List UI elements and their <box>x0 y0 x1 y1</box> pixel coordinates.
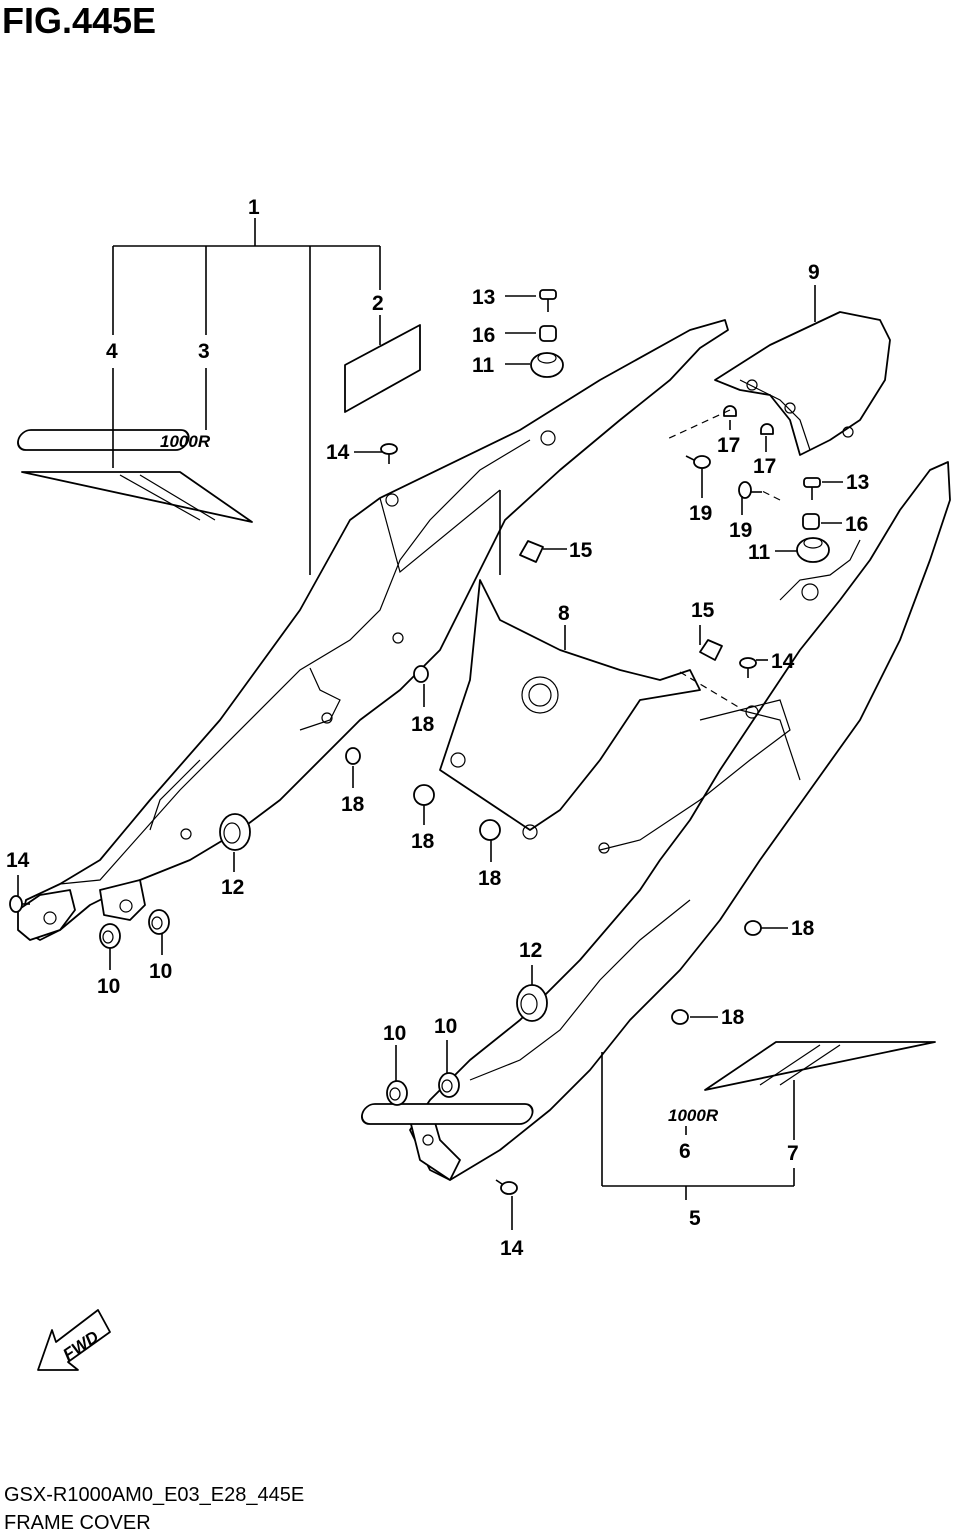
callout-18b: 18 <box>341 793 365 816</box>
rivet-17b <box>760 423 774 435</box>
screw-14c <box>9 895 30 913</box>
grommet-11a <box>530 352 564 378</box>
callout-8: 8 <box>558 602 570 625</box>
callout-13a: 13 <box>472 286 495 309</box>
callout-14d: 14 <box>500 1237 524 1260</box>
callout-16a: 16 <box>472 324 495 347</box>
left-1000r-emblem: 1000R <box>17 429 211 451</box>
screw-14d <box>495 1179 518 1195</box>
cushion-12a <box>219 813 251 851</box>
right-1000r-emblem: 1000R <box>361 1103 719 1125</box>
right-side-stripe-decal <box>704 1041 936 1091</box>
callout-18a: 18 <box>411 713 435 736</box>
callout-3: 3 <box>198 340 210 363</box>
screw-13b <box>803 477 821 500</box>
callout-10b: 10 <box>149 960 172 983</box>
label-plate <box>344 324 421 413</box>
callout-15b: 15 <box>691 599 715 622</box>
fwd-arrow: FWD <box>37 1309 111 1371</box>
cushion-12b <box>516 984 548 1022</box>
fastener-18d <box>479 819 501 841</box>
figure-title: FIG.445E <box>2 0 157 41</box>
callout-15a: 15 <box>569 539 593 562</box>
callout-4: 4 <box>106 340 118 363</box>
spacer-16a <box>539 325 557 342</box>
callout-19a: 19 <box>689 502 712 525</box>
callout-labels: 1 2 3 4 5 6 7 8 9 10 10 10 10 11 11 12 1… <box>6 196 869 1260</box>
fastener-18c <box>413 784 435 806</box>
spacer-16b <box>802 513 820 530</box>
callout-10c: 10 <box>383 1022 406 1045</box>
fastener-18b <box>345 747 361 765</box>
screw-14b <box>739 657 757 678</box>
right-emblem-text: 1000R <box>668 1106 719 1125</box>
callout-11a: 11 <box>472 354 495 377</box>
callout-18d: 18 <box>478 867 502 890</box>
callout-18f: 18 <box>721 1006 745 1029</box>
clip-15b <box>699 639 723 661</box>
grommet-10c <box>386 1080 408 1106</box>
callout-18e: 18 <box>791 917 815 940</box>
callout-6: 6 <box>679 1140 691 1163</box>
callout-14b: 14 <box>771 650 795 673</box>
callout-10d: 10 <box>434 1015 457 1038</box>
screw-19b <box>738 481 762 499</box>
callout-17a: 17 <box>717 434 740 457</box>
rivet-17a <box>723 405 737 417</box>
callout-19b: 19 <box>729 519 752 542</box>
hardware <box>9 289 830 1195</box>
fastener-18f <box>671 1009 689 1025</box>
callout-13b: 13 <box>846 471 869 494</box>
callout-11b: 11 <box>748 541 771 564</box>
callout-7: 7 <box>787 1142 799 1165</box>
callout-1: 1 <box>248 196 260 219</box>
callout-9: 9 <box>808 261 820 284</box>
callout-16b: 16 <box>845 513 868 536</box>
grommet-10d <box>438 1072 460 1098</box>
leader-lines <box>17 218 843 1230</box>
grommet-10a <box>99 923 121 949</box>
left-emblem-text: 1000R <box>160 432 211 451</box>
tail-cover <box>714 311 891 456</box>
fastener-18e <box>744 920 762 936</box>
callout-5: 5 <box>689 1207 701 1230</box>
grommet-10b <box>148 909 170 935</box>
callout-2: 2 <box>372 292 384 315</box>
callout-17b: 17 <box>753 455 776 478</box>
callout-12b: 12 <box>519 939 542 962</box>
callout-18c: 18 <box>411 830 435 853</box>
fastener-18a <box>413 665 429 683</box>
screw-14a <box>380 443 398 464</box>
callout-10a: 10 <box>97 975 120 998</box>
screw-19a <box>685 455 711 469</box>
callout-14a: 14 <box>326 441 350 464</box>
grommet-11b <box>796 537 830 563</box>
center-cover <box>439 579 701 840</box>
callout-14c: 14 <box>6 849 30 872</box>
callout-12a: 12 <box>221 876 244 899</box>
figure-name: FRAME COVER <box>4 1512 151 1534</box>
figure-code: GSX-R1000AM0_E03_E28_445E <box>4 1484 305 1506</box>
left-frame-cover <box>17 319 729 941</box>
clip-15a <box>519 540 544 563</box>
screw-13a <box>539 289 557 312</box>
left-side-stripe-decal <box>21 471 253 523</box>
